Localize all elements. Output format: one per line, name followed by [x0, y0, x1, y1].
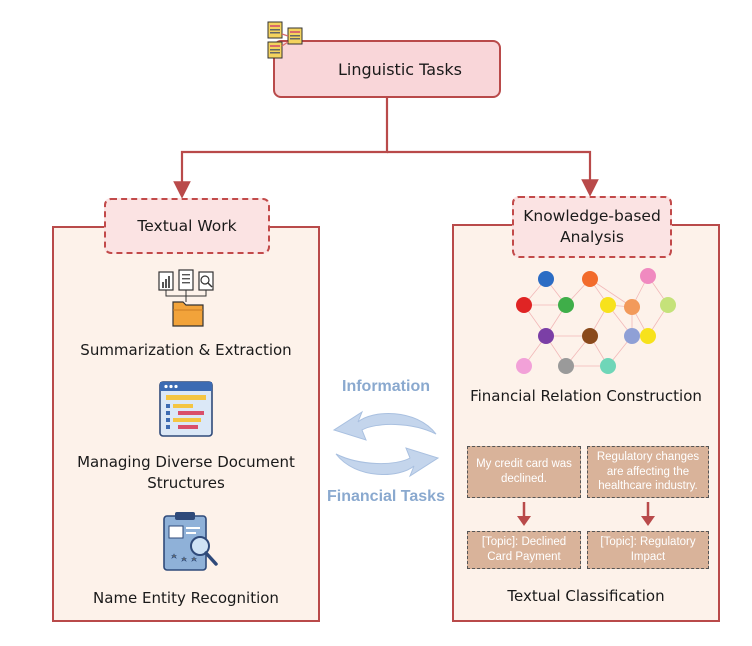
textual-work-tag: Textual Work — [104, 198, 270, 254]
knowledge-graph-icon — [516, 268, 676, 374]
information-label: Information — [342, 378, 430, 395]
document-structures-label: Managing Diverse Document Structures — [77, 453, 295, 492]
exchange-arrows-icon — [332, 410, 440, 478]
textual-work-label: Textual Work — [137, 216, 237, 235]
graph-label: Financial Relation Construction — [470, 387, 702, 405]
root-node: Linguistic Tasks — [273, 40, 501, 98]
documents-icon — [267, 21, 303, 59]
summarization-label: Summarization & Extraction — [80, 341, 292, 359]
knowledge-analysis-tag: Knowledge-based Analysis — [512, 196, 672, 258]
classification-arrows — [517, 502, 655, 526]
topic-box: [Topic]: Declined Card Payment — [467, 531, 581, 569]
ner-label: Name Entity Recognition — [93, 589, 279, 607]
document-layout-icon — [159, 381, 213, 437]
root-label: Linguistic Tasks — [337, 59, 463, 79]
topic-box: [Topic]: Regulatory Impact — [587, 531, 709, 569]
clipboard-search-icon — [163, 512, 218, 571]
knowledge-analysis-label: Knowledge-based Analysis — [523, 207, 661, 246]
financial-tasks-label: Financial Tasks — [327, 488, 445, 505]
classification-label: Textual Classification — [507, 587, 665, 605]
example-text-box: Regulatory changes are affecting the hea… — [587, 446, 709, 498]
example-text-box: My credit card was declined. — [467, 446, 581, 498]
documents-folder-icon — [158, 269, 214, 327]
